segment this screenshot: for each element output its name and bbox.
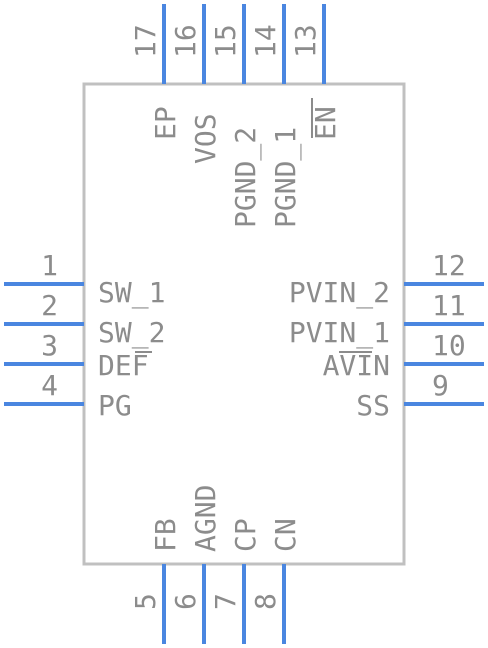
pin-11-number: 11 — [432, 289, 466, 322]
component-body — [82, 82, 406, 566]
pin-1-number: 1 — [41, 249, 58, 282]
pin-16-name: VOS — [189, 113, 222, 164]
pin-5-number: 5 — [129, 593, 162, 610]
pin-7-name: CP — [229, 518, 262, 552]
pin-2-name: SW_2 — [98, 316, 165, 350]
pin-9-number: 9 — [432, 369, 449, 402]
pin-4-name: PG — [98, 389, 132, 422]
pin-13-name: EN — [309, 106, 342, 140]
pin-7-number: 7 — [209, 593, 242, 610]
pin-6-name: AGND — [189, 485, 222, 552]
pin-10-name: AVIN — [323, 349, 390, 382]
pin-10-number: 10 — [432, 329, 466, 362]
pin-14-number: 14 — [249, 24, 282, 58]
pin-16-number: 16 — [169, 24, 202, 58]
pin-1-name: SW_1 — [98, 276, 165, 310]
pin-15-name: PGND_2 — [229, 127, 263, 228]
pin-4-number: 4 — [41, 369, 58, 402]
pin-5-name: FB — [149, 518, 182, 552]
pin-3-name: DEF — [98, 349, 149, 382]
pin-9-name: SS — [356, 389, 390, 422]
pin-3-number: 3 — [41, 329, 58, 362]
pin-2-number: 2 — [41, 289, 58, 322]
pin-13-number: 13 — [289, 24, 322, 58]
pin-15-number: 15 — [209, 24, 242, 58]
pin-12-name: PVIN_2 — [289, 276, 390, 310]
pin-8-number: 8 — [249, 593, 282, 610]
pin-17-number: 17 — [129, 24, 162, 58]
pin-12-number: 12 — [432, 249, 466, 282]
pin-6-number: 6 — [169, 593, 202, 610]
pin-17-name: EP — [149, 106, 182, 140]
pin-8-name: CN — [269, 518, 302, 552]
pin-11-name: PVIN_1 — [289, 316, 390, 350]
pin-14-name: PGND_1 — [269, 127, 303, 228]
